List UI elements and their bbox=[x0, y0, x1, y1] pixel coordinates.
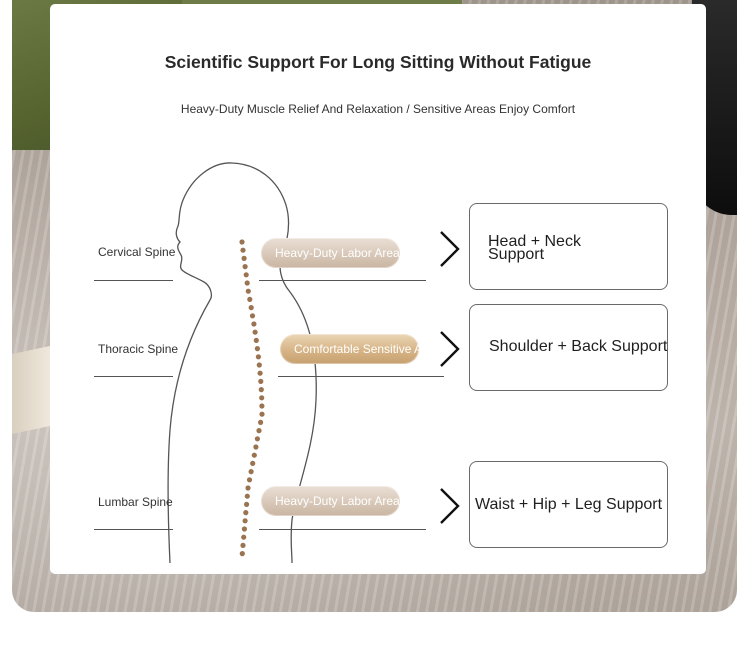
vertebra-dot bbox=[245, 485, 251, 491]
comfortable-area-badge: Comfortable Sensitive Area bbox=[280, 334, 419, 364]
thoracic-spine-underline bbox=[94, 376, 173, 377]
head-neck-support-label: Head + Neck Support bbox=[488, 233, 581, 263]
thoracic-spine-label: Thoracic Spine bbox=[98, 342, 179, 356]
vertebra-dot bbox=[240, 247, 246, 253]
vertebra-dot bbox=[248, 469, 254, 475]
vertebra-dot bbox=[256, 362, 262, 368]
lumbar-spine-underline bbox=[94, 529, 173, 530]
vertebra-dot bbox=[241, 255, 247, 261]
vertebra-dot bbox=[254, 346, 260, 352]
waist-hip-leg-support-label: Waist + Hip + Leg Support bbox=[475, 496, 663, 513]
shoulder-back-support-label: Shoulder + Back Support bbox=[489, 338, 668, 355]
cervical-spine-label: Cervical Spine bbox=[98, 245, 176, 259]
page-title: Scientific Support For Long Sitting With… bbox=[164, 52, 592, 72]
heavy-duty-area-label-1: Heavy-Duty Labor Area bbox=[275, 246, 400, 260]
waist-hip-leg-support-box: Waist + Hip + Leg Support bbox=[469, 461, 668, 548]
chevron-3-icon bbox=[440, 488, 460, 524]
vertebra-dot bbox=[259, 411, 265, 417]
heavy-duty-area-badge-2: Heavy-Duty Labor Area bbox=[261, 486, 400, 516]
vertebra-dot bbox=[257, 370, 263, 376]
vertebra-dot bbox=[240, 542, 246, 549]
vertebra-dot bbox=[258, 419, 264, 425]
vertebra-dot bbox=[243, 272, 249, 278]
head-neck-support-box: Head + Neck Support bbox=[469, 203, 668, 290]
vertebra-dot bbox=[246, 477, 253, 483]
head-neck-back-outline bbox=[167, 162, 317, 564]
vertebra-dot bbox=[241, 534, 247, 540]
vertebra-dot bbox=[250, 460, 256, 466]
vertebra-dot bbox=[242, 264, 248, 270]
vertebra-dot bbox=[255, 354, 261, 360]
vertebra-dot bbox=[244, 280, 250, 286]
lumbar-spine-label: Lumbar Spine bbox=[98, 495, 173, 509]
vertebra-dot bbox=[245, 288, 251, 294]
vertebra-dot bbox=[251, 452, 257, 458]
area-underline-3 bbox=[259, 529, 426, 530]
vertebra-dot bbox=[251, 321, 257, 327]
vertebra-dot bbox=[244, 501, 250, 507]
comfortable-area-label: Comfortable Sensitive Area bbox=[294, 342, 419, 356]
cervical-spine-underline bbox=[94, 280, 173, 281]
vertebra-dot bbox=[249, 313, 256, 319]
vertebra-dot bbox=[259, 403, 265, 409]
vertebra-dot bbox=[253, 337, 259, 343]
vertebra-dot bbox=[254, 436, 260, 442]
vertebra-dot bbox=[258, 387, 264, 393]
vertebra-dot bbox=[252, 329, 258, 335]
vertebra-dot bbox=[244, 493, 250, 499]
area-underline-2 bbox=[278, 376, 444, 377]
vertebra-dot bbox=[241, 526, 247, 532]
vertebra-dot bbox=[239, 551, 245, 557]
vertebra-dot bbox=[243, 509, 249, 516]
vertebra-dot bbox=[242, 518, 248, 524]
chevron-2-icon bbox=[440, 331, 460, 367]
spine-dots bbox=[239, 239, 265, 557]
vertebra-dot bbox=[247, 296, 253, 302]
shoulder-back-support-box: Shoulder + Back Support bbox=[469, 304, 668, 391]
chevron-1-icon bbox=[440, 231, 460, 267]
vertebra-dot bbox=[248, 305, 254, 311]
vertebra-dot bbox=[239, 239, 245, 245]
vertebra-dot bbox=[258, 378, 264, 384]
vertebra-dot bbox=[256, 428, 262, 434]
vertebra-dot bbox=[259, 395, 265, 401]
heavy-duty-area-badge-1: Heavy-Duty Labor Area bbox=[261, 238, 400, 268]
page-subtitle: Heavy-Duty Muscle Relief And Relaxation … bbox=[180, 102, 576, 116]
vertebra-dot bbox=[253, 444, 259, 450]
heavy-duty-area-label-2: Heavy-Duty Labor Area bbox=[275, 494, 400, 508]
area-underline-1 bbox=[259, 280, 426, 281]
